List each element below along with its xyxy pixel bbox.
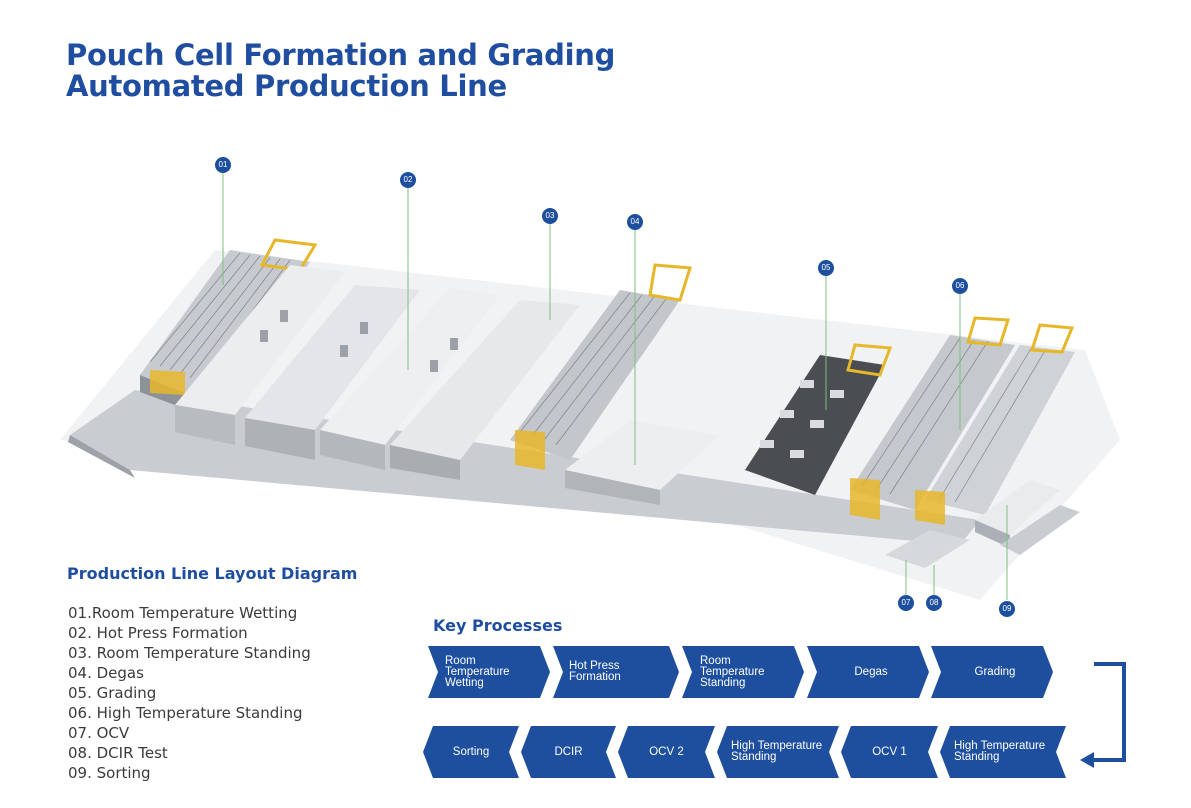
process-step-r1-1: Room Temperature Wetting	[428, 646, 550, 698]
callout-02: 02	[400, 172, 416, 188]
legend-item: 07. OCV	[68, 724, 130, 742]
callout-08: 08	[926, 595, 942, 611]
ocv-dcir-sorting-units	[885, 480, 1080, 568]
process-step-r2-2: DCIR	[521, 726, 616, 778]
conveyor-edge	[68, 435, 135, 478]
callout-03: 03	[542, 208, 558, 224]
grading-cabinets	[745, 343, 893, 495]
process-step-r1-4: Degas	[807, 646, 929, 698]
legend-item: 09. Sorting	[68, 764, 151, 782]
callout-07: 07	[898, 595, 914, 611]
legend-item: 02. Hot Press Formation	[68, 624, 248, 642]
legend-item: 05. Grading	[68, 684, 157, 702]
legend-item: 01.Room Temperature Wetting	[68, 604, 298, 622]
legend-list: 01.Room Temperature Wetting 02. Hot Pres…	[68, 603, 311, 783]
callout-09: 09	[999, 601, 1015, 617]
key-processes-title: Key Processes	[433, 616, 563, 635]
standing-rack-and-degas	[510, 263, 720, 505]
title-line-1: Pouch Cell Formation and Grading	[66, 38, 616, 72]
callout-01: 01	[215, 157, 231, 173]
process-step-r2-6: High Temperature Standing	[940, 726, 1066, 778]
legend-item: 04. Degas	[68, 664, 144, 682]
process-step-r1-2: Hot Press Formation	[553, 646, 679, 698]
flow-return-arrow	[1080, 662, 1126, 768]
high-temp-standing-racks	[850, 316, 1075, 525]
process-step-r2-5: OCV 1	[841, 726, 938, 778]
process-step-r2-1: Sorting	[423, 726, 519, 778]
hot-press-units	[175, 265, 580, 480]
process-step-r1-3: Room Temperature Standing	[682, 646, 804, 698]
process-step-r1-5: Grading	[931, 646, 1053, 698]
page-title: Pouch Cell Formation and Grading Automat…	[66, 40, 615, 102]
legend-title: Production Line Layout Diagram	[67, 564, 358, 583]
callout-leader-lines	[222, 172, 1008, 600]
callout-06: 06	[952, 278, 968, 294]
process-step-r2-3: OCV 2	[618, 726, 715, 778]
callout-05: 05	[818, 260, 834, 276]
process-step-r2-4: High Temperature Standing	[717, 726, 839, 778]
title-line-2: Automated Production Line	[66, 69, 507, 103]
legend-item: 03. Room Temperature Standing	[68, 644, 311, 662]
callout-04: 04	[627, 214, 643, 230]
legend-item: 08. DCIR Test	[68, 744, 168, 762]
legend-item: 06. High Temperature Standing	[68, 704, 303, 722]
